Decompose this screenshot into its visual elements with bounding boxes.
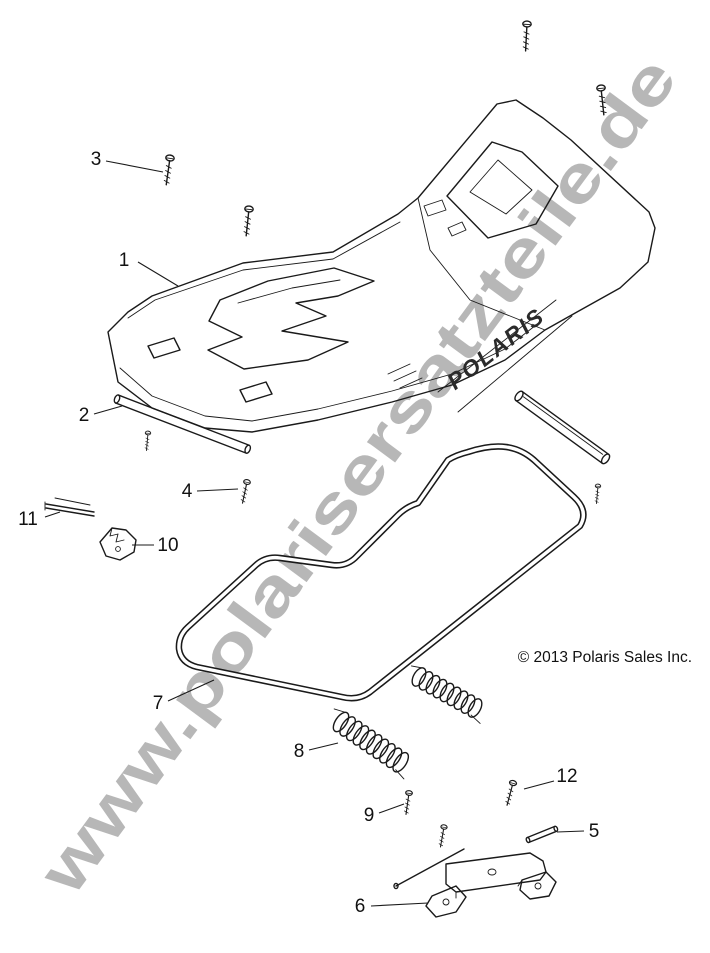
callout-8: 8 [294, 741, 339, 762]
callout-5-number: 5 [589, 821, 600, 842]
callout-8-number: 8 [294, 741, 305, 762]
rivet-right [593, 483, 602, 505]
copyright-text: © 2013 Polaris Sales Inc. [518, 649, 692, 666]
screw-top-center [520, 20, 533, 52]
callout-9-number: 9 [364, 805, 375, 826]
callout-10: 10 [132, 535, 179, 556]
spring-upper [410, 665, 483, 724]
screw-part-4 [238, 478, 252, 505]
callout-6: 6 [355, 896, 429, 917]
callout-12-number: 12 [556, 766, 577, 787]
callout-3: 3 [91, 149, 164, 173]
pin-set [44, 497, 95, 517]
hinge-rod-right [514, 390, 611, 465]
callout-5: 5 [556, 821, 600, 842]
callouts: 1 2 3 4 5 6 7 8 [18, 149, 599, 917]
callout-9: 9 [364, 803, 405, 826]
callout-10-number: 10 [157, 535, 178, 556]
callout-4: 4 [182, 481, 239, 502]
screw-left-lower [241, 204, 255, 237]
hinge-rod-left [113, 394, 252, 454]
screw-left-upper [161, 153, 176, 187]
latch-striker [99, 527, 137, 561]
callout-1: 1 [119, 250, 179, 287]
latch-bracket [393, 848, 557, 918]
callout-2-number: 2 [79, 405, 90, 426]
pin-small [525, 825, 559, 844]
callout-7: 7 [153, 679, 215, 714]
callout-6-number: 6 [355, 896, 366, 917]
callout-4-number: 4 [182, 481, 193, 502]
screw-part-9 [402, 789, 414, 816]
screw-latch [436, 823, 449, 849]
seal-gasket [175, 443, 587, 702]
callout-12: 12 [523, 766, 578, 790]
callout-7-number: 7 [153, 693, 164, 714]
watermark-text: www.polarisersatzteile.de [24, 43, 691, 908]
callout-1-number: 1 [119, 250, 130, 271]
callout-11-number: 11 [18, 509, 38, 530]
rivet-left [143, 430, 152, 452]
callout-3-number: 3 [91, 149, 102, 170]
screw-part-12 [503, 779, 518, 807]
spring-lower [332, 708, 410, 780]
callout-11: 11 [18, 509, 61, 530]
callout-2: 2 [79, 405, 123, 426]
